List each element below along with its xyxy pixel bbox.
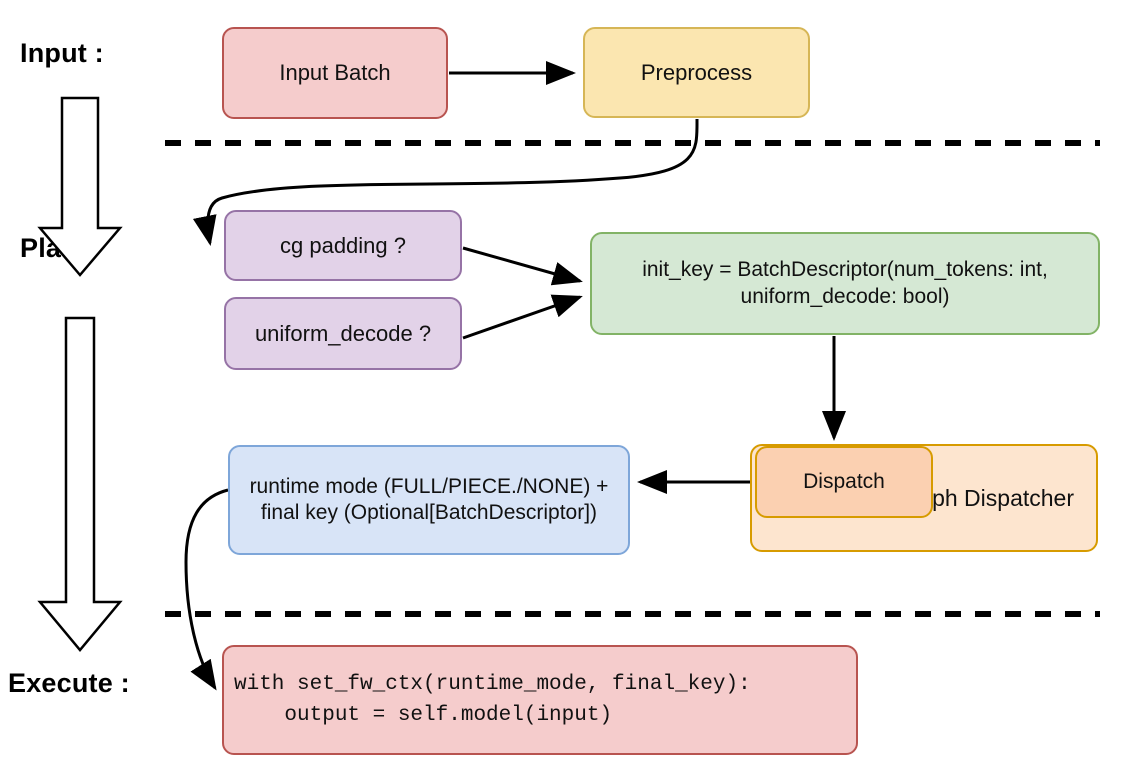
- node-init-key[interactable]: init_key = BatchDescriptor(num_tokens: i…: [590, 232, 1100, 335]
- connector-uniform-decode-to-init-key: [462, 294, 583, 340]
- node-input-batch[interactable]: Input Batch: [222, 27, 448, 119]
- node-execute-code[interactable]: with set_fw_ctx(runtime_mode, final_key)…: [222, 645, 858, 755]
- stage-label-execute: Execute :: [8, 668, 130, 698]
- node-runtime-mode[interactable]: runtime mode (FULL/PIECE./NONE) + final …: [228, 445, 630, 555]
- node-preprocess[interactable]: Preprocess: [583, 27, 810, 118]
- stage-label-input: Input :: [20, 38, 104, 68]
- stage-label-plan: Plan :: [20, 233, 95, 263]
- node-uniform-decode[interactable]: uniform_decode ?: [224, 297, 462, 370]
- connector-cg-padding-to-init-key: [462, 246, 583, 286]
- stage-arrow-plan-to-execute: [37, 316, 123, 652]
- node-dispatch[interactable]: Dispatch: [755, 446, 933, 518]
- node-cg-padding[interactable]: cg padding ?: [224, 210, 462, 281]
